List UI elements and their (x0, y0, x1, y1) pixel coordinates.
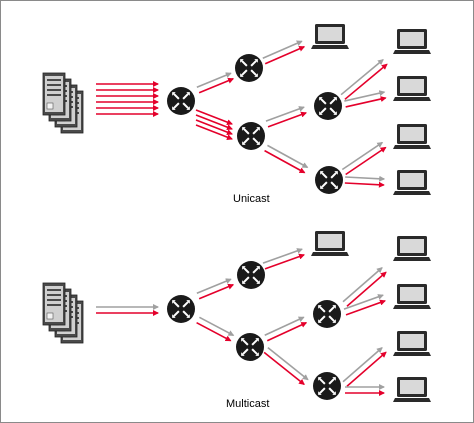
gray-arrow (265, 106, 305, 122)
laptop-icon (393, 377, 431, 402)
red-arrow (267, 111, 307, 128)
red-arrow (344, 181, 385, 188)
gray-arrow (262, 40, 303, 59)
laptop-icon (393, 331, 431, 356)
red-arrow (263, 351, 305, 385)
red-arrow (345, 96, 387, 108)
laptop-icon (393, 170, 431, 195)
laptop-icon (393, 284, 431, 309)
red-arrow (266, 321, 308, 342)
red-arrow (198, 283, 235, 300)
red-arrow (345, 146, 387, 176)
laptop-icon (311, 231, 349, 256)
gray-arrow (344, 90, 386, 102)
gray-arrow (340, 59, 384, 96)
red-arrow (264, 149, 306, 174)
red-arrow (264, 45, 306, 65)
router-icon (313, 300, 341, 328)
gray-arrow (196, 278, 232, 294)
router-icon (236, 333, 264, 361)
gray-arrow (341, 141, 384, 171)
server-rack-icon (42, 72, 84, 134)
red-arrow (346, 351, 387, 387)
gray-arrow (342, 347, 383, 383)
red-arrow (195, 119, 233, 135)
gray-arrow (196, 72, 232, 88)
red-arrow (196, 321, 232, 342)
gray-arrow (342, 267, 383, 303)
router-icon (314, 92, 342, 120)
router-icon (237, 261, 265, 289)
laptop-icon (393, 76, 431, 101)
red-arrow (345, 299, 386, 316)
red-arrow (346, 271, 387, 307)
laptop-icon (311, 24, 349, 49)
laptop-icon (393, 236, 431, 261)
red-arrow (198, 77, 235, 94)
server-rack-icon (42, 282, 84, 344)
red-arrow (264, 253, 305, 270)
gray-arrow (345, 175, 386, 182)
router-icon (235, 54, 263, 82)
red-arrow (195, 109, 233, 125)
multicast-label: Multicast (226, 398, 270, 410)
gray-arrow (199, 316, 235, 337)
router-icon (167, 87, 195, 115)
laptop-icon (393, 29, 431, 54)
red-arrow (195, 124, 233, 140)
red-arrow (195, 114, 233, 130)
router-icon (315, 166, 343, 194)
unicast-label: Unicast (233, 193, 270, 205)
router-icon (167, 295, 195, 323)
gray-arrow (267, 347, 309, 381)
gray-arrow (343, 294, 384, 310)
gray-arrow (264, 316, 305, 337)
laptop-icon (393, 124, 431, 149)
gray-arrow (262, 248, 303, 264)
gray-arrow (267, 144, 309, 169)
router-icon (313, 372, 341, 400)
router-icon (237, 122, 265, 150)
red-arrow (344, 63, 388, 100)
